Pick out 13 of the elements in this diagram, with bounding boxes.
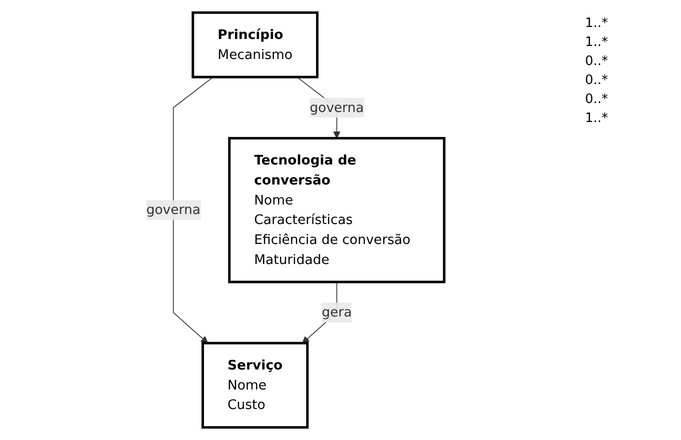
- multiplicity-label: 0..*: [585, 54, 610, 69]
- node-box: Serviço Nome Custo: [202, 342, 309, 429]
- multiplicity-label: 1..*: [585, 16, 610, 31]
- multiplicity-label: 0..*: [585, 92, 610, 107]
- edge-label: governa: [310, 99, 364, 116]
- multiplicity-label: 1..*: [585, 35, 610, 50]
- edge-label: governa: [146, 202, 201, 218]
- node-box: Tecnologia de conversão Nome Características Eficiência de conversão Maturidade: [228, 136, 446, 284]
- node-box: Princípio Mecanismo: [192, 11, 319, 78]
- arrow: [173, 76, 214, 344]
- edge-label: gera: [322, 304, 352, 320]
- multiplicity-label: 0..*: [585, 73, 610, 88]
- multiplicity-label: 1..*: [585, 111, 610, 126]
